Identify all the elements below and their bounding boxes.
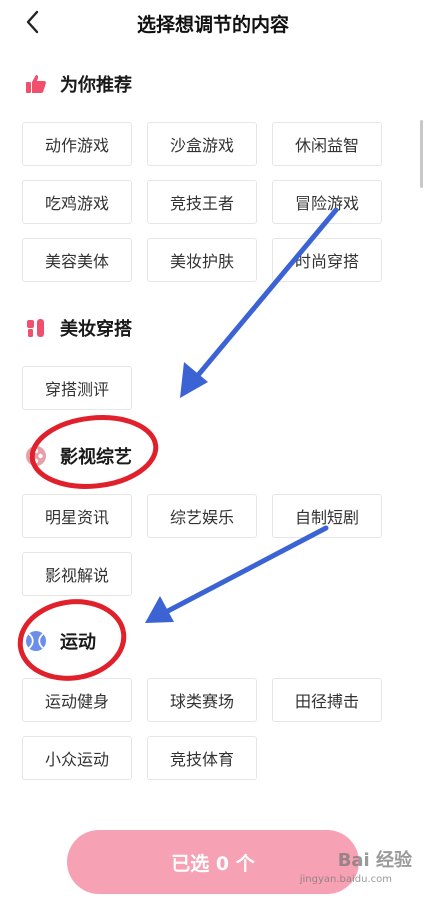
- tag-chip[interactable]: 时尚穿搭: [272, 238, 382, 282]
- tag-chip[interactable]: 球类赛场: [147, 678, 257, 722]
- tag-chip[interactable]: 综艺娱乐: [147, 494, 257, 538]
- scrollbar[interactable]: [420, 120, 423, 188]
- tag-chip[interactable]: 沙盒游戏: [147, 122, 257, 166]
- tag-chip[interactable]: 休闲益智: [272, 122, 382, 166]
- film-reel-icon: [24, 444, 48, 468]
- section-header-sports: 运动: [24, 627, 96, 655]
- tag-chip[interactable]: 竞技体育: [147, 736, 257, 780]
- section-title: 影视综艺: [60, 447, 132, 468]
- watermark-logo: Bai 经验: [337, 850, 412, 871]
- back-button[interactable]: [20, 8, 48, 36]
- tag-chip[interactable]: 动作游戏: [22, 122, 132, 166]
- tag-chip[interactable]: 穿搭测评: [22, 366, 132, 410]
- top-bar: 选择想调节的内容: [0, 0, 426, 44]
- thumbs-up-icon: [24, 72, 48, 96]
- section-title: 美妆穿搭: [60, 319, 132, 340]
- tag-chip[interactable]: 美妆护肤: [147, 238, 257, 282]
- tag-chip[interactable]: 运动健身: [22, 678, 132, 722]
- tag-chip[interactable]: 冒险游戏: [272, 180, 382, 224]
- section-header-beauty-fashion: 美妆穿搭: [24, 314, 132, 342]
- section-header-film-variety: 影视综艺: [24, 442, 132, 470]
- section-header-recommended: 为你推荐: [24, 70, 132, 98]
- tag-chip[interactable]: 美容美体: [22, 238, 132, 282]
- page-title: 选择想调节的内容: [136, 14, 289, 36]
- tag-chip[interactable]: 明星资讯: [22, 494, 132, 538]
- tag-chip[interactable]: 田径搏击: [272, 678, 382, 722]
- tag-chip[interactable]: 吃鸡游戏: [22, 180, 132, 224]
- ball-icon: [24, 629, 48, 653]
- chevron-left-icon: [26, 10, 39, 34]
- section-title: 为你推荐: [60, 75, 132, 96]
- watermark-url: jingyan.baidu.com: [299, 874, 392, 885]
- tag-chip[interactable]: 自制短剧: [272, 494, 382, 538]
- tag-chip[interactable]: 影视解说: [22, 552, 132, 596]
- confirm-selection-button[interactable]: 已选 0 个: [67, 830, 359, 894]
- tag-chip[interactable]: 小众运动: [22, 736, 132, 780]
- arrow-annotation: [145, 525, 329, 623]
- cosmetics-icon: [24, 316, 48, 340]
- tag-chip[interactable]: 竞技王者: [147, 180, 257, 224]
- section-title: 运动: [60, 632, 96, 653]
